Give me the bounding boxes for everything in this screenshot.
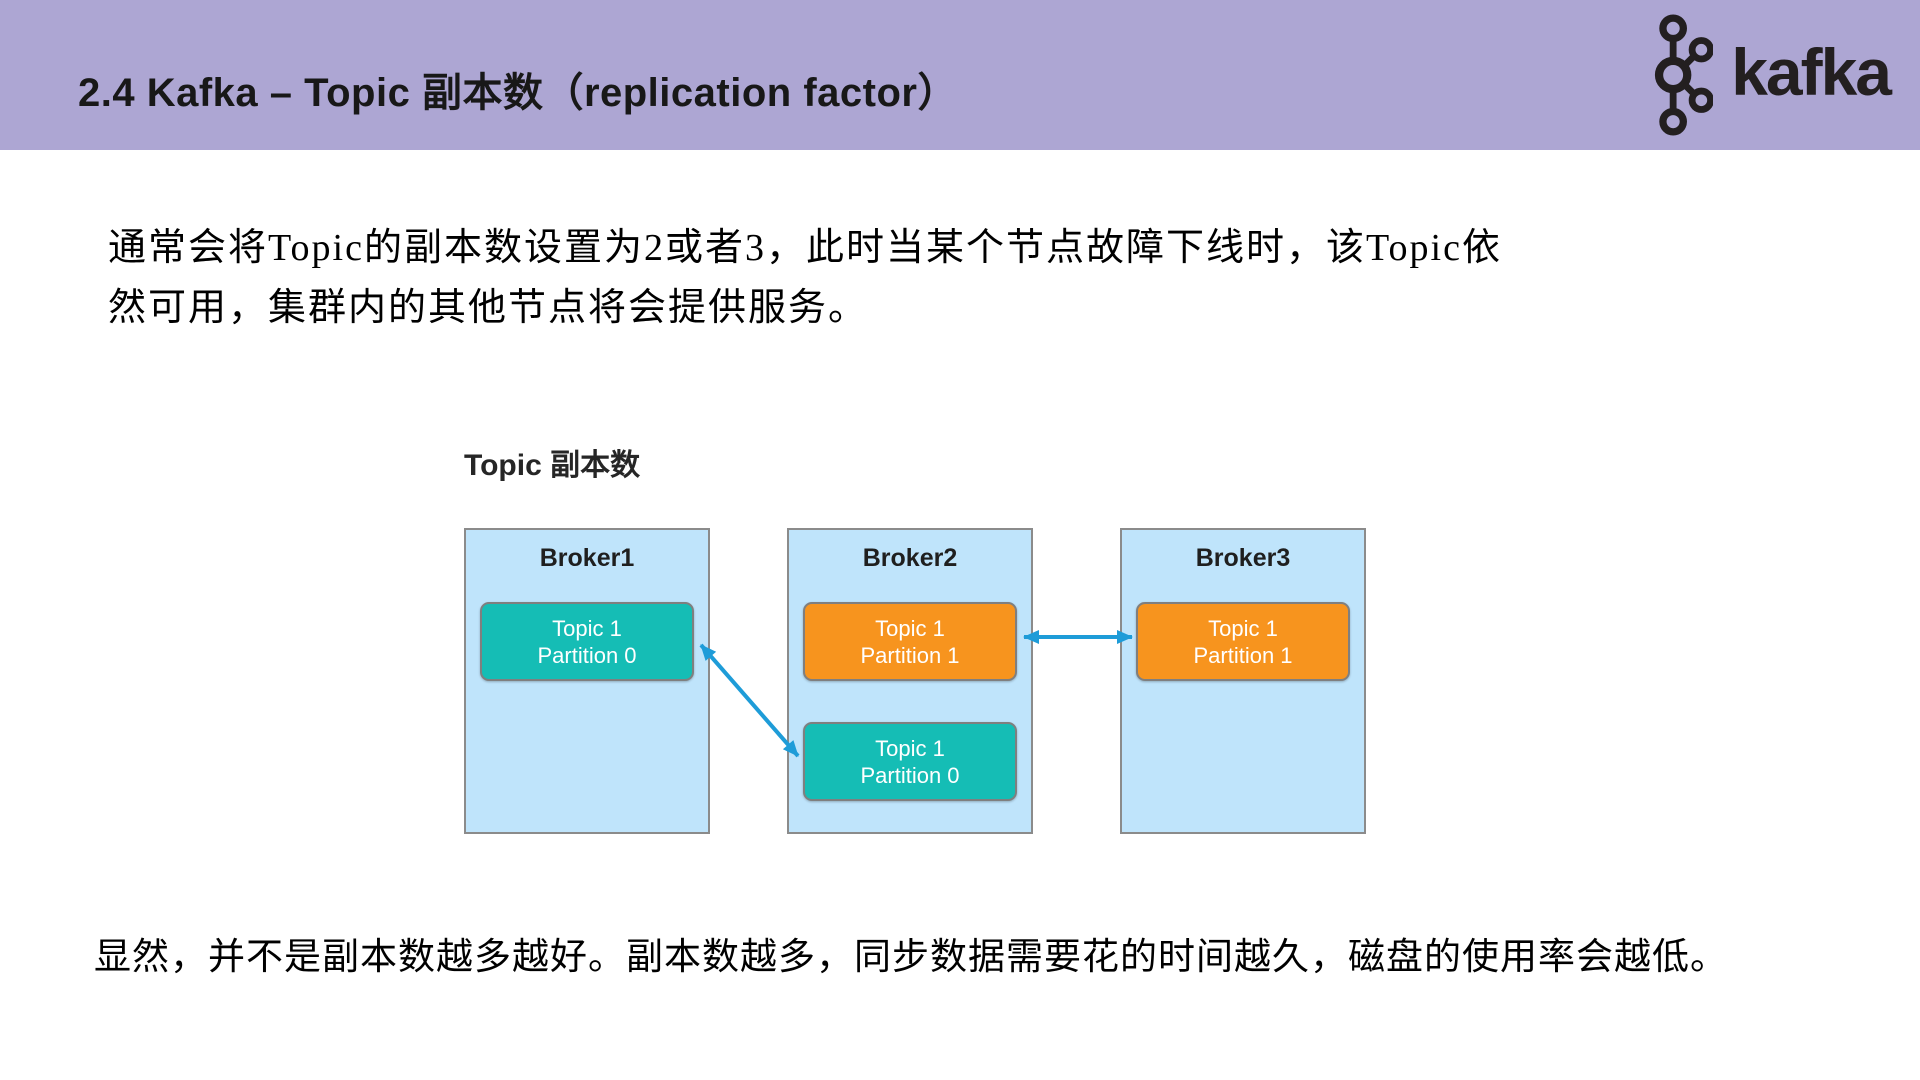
partition-label-partition: Partition 0 (537, 642, 637, 668)
page-title: 2.4 Kafka – Topic 副本数（replication factor… (78, 71, 958, 115)
broker3-topic1-partition1: Topic 1 Partition 1 (1136, 602, 1350, 681)
broker2-topic1-partition0: Topic 1 Partition 0 (803, 722, 1017, 801)
kafka-logo: kafka (1643, 10, 1892, 140)
partition-label-partition: Partition 0 (860, 762, 960, 788)
partition-label-topic: Topic 1 (1208, 615, 1278, 641)
slide-header: 2.4 Kafka – Topic 副本数（replication factor… (0, 0, 1920, 150)
intro-line-2: 然可用，集群内的其他节点将会提供服务。 (108, 287, 869, 329)
intro-line-1: 通常会将Topic的副本数设置为2或者3，此时当某个节点故障下线时，该Topic… (108, 227, 1502, 269)
arrow-broker1-broker2 (699, 643, 800, 758)
partition-label-topic: Topic 1 (552, 615, 622, 641)
broker1-topic1-partition0: Topic 1 Partition 0 (480, 602, 694, 681)
broker2-box: Broker2 Topic 1 Partition 1 Topic 1 Part… (787, 528, 1033, 834)
broker2-topic1-partition1: Topic 1 Partition 1 (803, 602, 1017, 681)
broker1-name: Broker1 (539, 544, 635, 572)
partition-label-topic: Topic 1 (875, 615, 945, 641)
partition-label-partition: Partition 1 (1193, 642, 1293, 668)
partition-label-topic: Topic 1 (875, 735, 945, 761)
broker3-box: Broker3 Topic 1 Partition 1 (1120, 528, 1366, 834)
broker3-name: Broker3 (1195, 544, 1291, 572)
partition-label-partition: Partition 1 (860, 642, 960, 668)
broker1-box: Broker1 Topic 1 Partition 0 (464, 528, 710, 834)
intro-paragraph: 通常会将Topic的副本数设置为2或者3，此时当某个节点故障下线时，该Topic… (108, 218, 1728, 338)
kafka-logo-icon (1655, 14, 1714, 136)
diagram-title: Topic 副本数 (464, 449, 641, 482)
broker2-name: Broker2 (862, 544, 958, 572)
footer-note: 显然，并不是副本数越多越好。副本数越多，同步数据需要花的时间越久，磁盘的使用率会… (94, 937, 1728, 978)
kafka-logo-text: kafka (1731, 35, 1892, 109)
